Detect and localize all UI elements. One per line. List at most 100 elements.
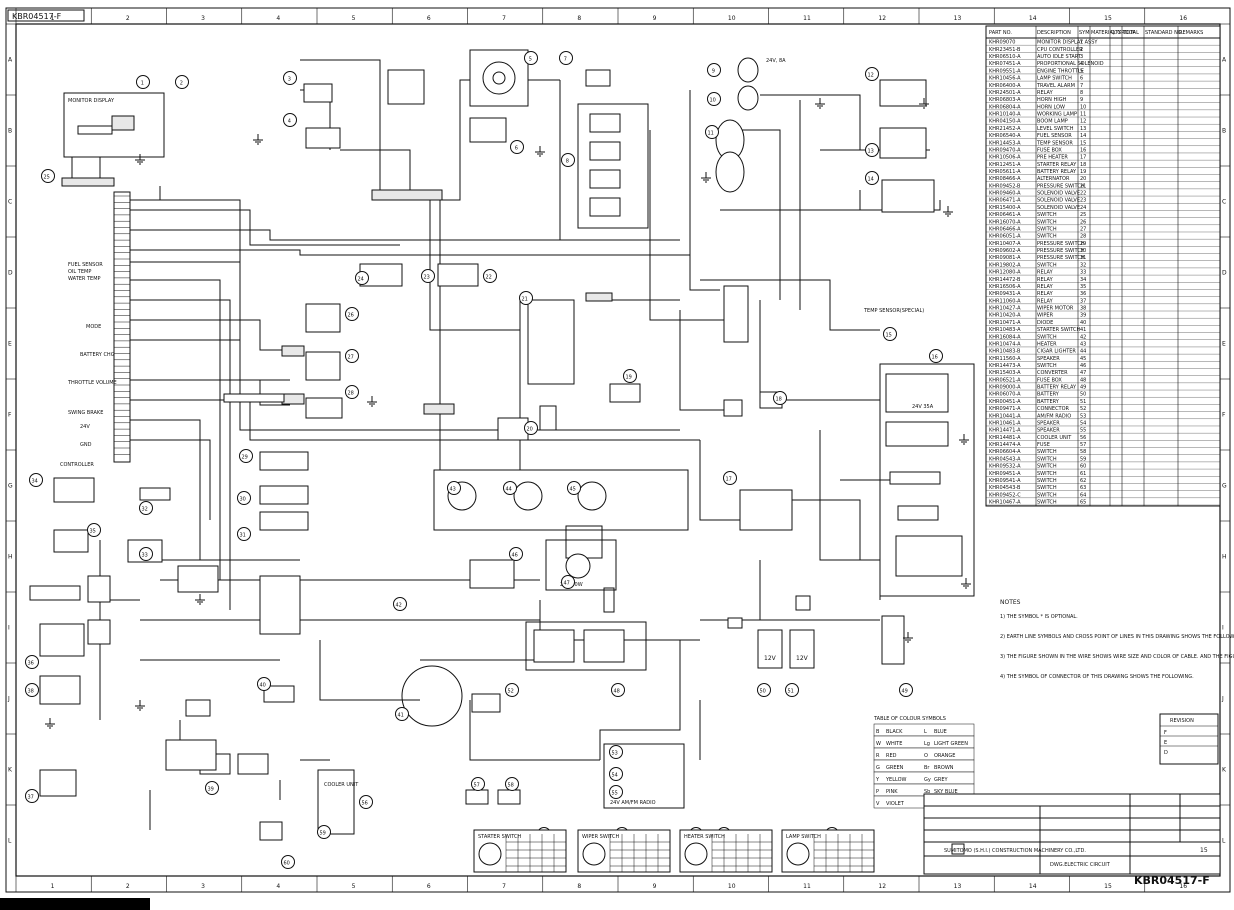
ground-symbol: [701, 172, 711, 183]
svg-text:49: 49: [902, 689, 908, 695]
colour-cell: WHITE: [886, 741, 902, 747]
parts-sym: 34: [1080, 277, 1086, 283]
parts-desc: HORN LOW: [1037, 104, 1065, 110]
parts-desc: LEVEL SWITCH: [1037, 126, 1074, 132]
colour-cell: BROWN: [934, 765, 954, 771]
svg-text:9: 9: [712, 69, 715, 75]
svg-text:54: 54: [612, 773, 618, 779]
callout-59: 59: [317, 825, 331, 839]
note-line: 3) THE FIGURE SHOWN IN THE WIRE SHOWS WI…: [1000, 654, 1234, 660]
colour-cell: ORANGE: [934, 753, 955, 759]
parts-sym: 40: [1080, 320, 1086, 326]
fuse-rating: 24V 35A: [912, 404, 934, 410]
parts-desc: BATTERY RELAY: [1037, 169, 1077, 175]
parts-desc: CIGAR LIGHTER: [1037, 349, 1076, 355]
column-label: 16: [1179, 15, 1187, 22]
parts-desc: SWITCH: [1037, 262, 1057, 268]
callout-35: 35: [87, 523, 101, 537]
row-label: L: [8, 838, 12, 845]
label-throttle-volume: THROTTLE VOLUME: [67, 380, 117, 386]
row-label: B: [8, 128, 12, 135]
controller-pins: [114, 195, 130, 455]
parts-desc: MONITOR DISPLAY ASSY: [1037, 40, 1098, 46]
controller-label: CONTROLLER: [60, 462, 94, 468]
column-label: 2: [126, 883, 130, 890]
notes-block: NOTES 1) THE SYMBOL * IS OPTIONAL.2) EAR…: [1000, 599, 1234, 680]
column-label: 4: [276, 883, 280, 890]
parts-desc: AM/FM RADIO: [1037, 413, 1071, 419]
parts-desc: SWITCH: [1037, 234, 1057, 240]
callout-16: 16: [929, 349, 943, 363]
svg-text:6: 6: [515, 146, 518, 152]
parts-part-no: KHR08466-A: [989, 176, 1021, 182]
parts-sym: 12: [1080, 119, 1086, 125]
row-label: B: [1222, 128, 1226, 135]
parts-desc: SWITCH: [1037, 464, 1057, 470]
parts-part-no: KHR14473-A: [989, 363, 1021, 369]
callout-17: 17: [723, 471, 737, 485]
parts-sym: 26: [1080, 219, 1086, 225]
row-label: D: [1222, 270, 1227, 277]
parts-sym: 58: [1080, 449, 1086, 455]
parts-desc: TEMP SENSOR: [1036, 140, 1073, 146]
callout-11: 11: [705, 125, 719, 139]
callout-21: 21: [519, 291, 533, 305]
parts-header-cell: REMARKS: [1179, 30, 1203, 36]
parts-sym: 3: [1080, 54, 1083, 60]
callout-52: 52: [505, 683, 519, 697]
row-label: I: [1222, 625, 1224, 632]
parts-sym: 44: [1080, 349, 1086, 355]
column-label: 6: [427, 15, 431, 22]
svg-text:11: 11: [708, 131, 714, 137]
callout-9: 9: [707, 63, 721, 77]
column-label: 8: [577, 15, 581, 22]
parts-part-no: KHR06510-A: [989, 54, 1021, 60]
parts-sym: 13: [1080, 126, 1086, 132]
parts-part-no: KHR23451-B: [989, 47, 1021, 53]
parts-part-no: KHR10506-A: [989, 155, 1021, 161]
callout-14: 14: [865, 171, 879, 185]
parts-desc: SWITCH: [1037, 226, 1057, 232]
callout-32: 32: [139, 501, 153, 515]
svg-text:28: 28: [348, 391, 354, 397]
ground-symbol: [961, 578, 971, 589]
parts-part-no: KHR04543-A: [989, 456, 1021, 462]
svg-text:51: 51: [788, 689, 794, 695]
label-battery-chg: BATTERY CHG: [80, 352, 115, 358]
svg-text:2: 2: [180, 81, 183, 87]
callout-46: 46: [509, 547, 523, 561]
callout-29: 29: [239, 449, 253, 463]
colour-cell: BLUE: [934, 729, 947, 735]
svg-text:45: 45: [570, 487, 576, 493]
ground-symbol: [903, 632, 913, 643]
callout-54: 54: [609, 767, 623, 781]
parts-sym: 18: [1080, 162, 1086, 168]
parts-sym: 33: [1080, 270, 1086, 276]
callout-3: 3: [283, 71, 297, 85]
callout-13: 13: [865, 143, 879, 157]
svg-text:52: 52: [508, 689, 514, 695]
parts-sym: 49: [1080, 385, 1086, 391]
battery-51: [789, 629, 815, 669]
temp-sensor-label: TEMP SENSOR(SPECIAL): [863, 308, 924, 314]
parts-desc: CONNECTOR: [1037, 406, 1070, 412]
parts-desc: SWITCH: [1037, 334, 1057, 340]
svg-text:36: 36: [28, 661, 34, 667]
parts-part-no: KHR10427-A: [989, 306, 1021, 312]
callout-44: 44: [503, 481, 517, 495]
switch-table-title: HEATER SWITCH: [684, 834, 725, 840]
parts-sym: 61: [1080, 471, 1086, 477]
parts-sym: 59: [1080, 456, 1086, 462]
parts-desc: SWITCH: [1037, 485, 1057, 491]
svg-text:34: 34: [32, 479, 38, 485]
parts-part-no: KHR09452-C: [989, 492, 1021, 498]
horns-lamps: 24V, 8A: [715, 57, 786, 193]
callout-43: 43: [447, 481, 461, 495]
callout-58: 58: [505, 777, 519, 791]
ground-symbol: [959, 434, 969, 445]
parts-part-no: KHR10467-A: [989, 500, 1021, 506]
parts-sym: 57: [1080, 442, 1086, 448]
travel-alarm-7: [585, 69, 611, 87]
parts-sym: 15: [1080, 140, 1086, 146]
parts-part-no: KHR06466-A: [989, 226, 1021, 232]
